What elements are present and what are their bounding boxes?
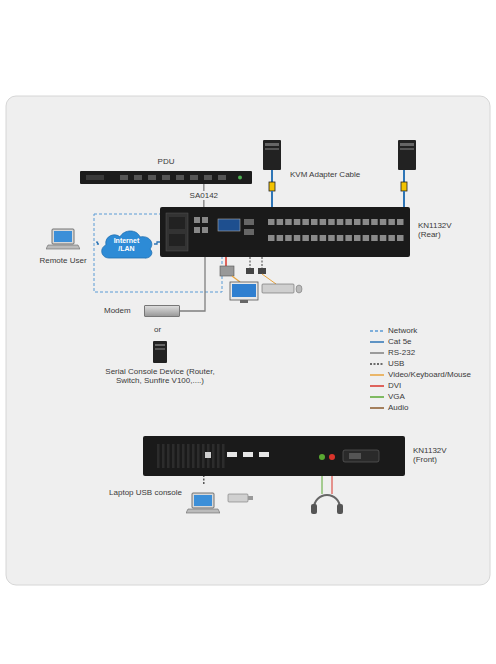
rear-ports <box>160 207 410 257</box>
node-laptopL: Laptop USB console <box>112 484 220 516</box>
legend-line <box>370 341 384 343</box>
node-pdu: PDU <box>80 157 252 184</box>
device-label: Modem <box>104 306 131 315</box>
pdu-outlets <box>80 171 252 184</box>
legend-line <box>370 396 384 398</box>
legend-swatch <box>370 405 384 411</box>
edge-label: SA0142 <box>188 191 220 200</box>
headset <box>311 476 343 514</box>
modem-device <box>144 305 180 317</box>
laptop-icon <box>46 228 80 252</box>
annotation-label: or <box>154 325 161 334</box>
serial-device-icon <box>151 340 169 364</box>
cable-connector <box>180 257 205 311</box>
legend-text: Audio <box>388 403 408 412</box>
legend-swatch <box>370 383 384 389</box>
front-panel <box>143 436 405 476</box>
cloud-label: Internet /LAN <box>99 237 154 253</box>
legend-line <box>370 385 384 387</box>
device-label: Serial Console Device (Router, Switch, S… <box>92 367 228 385</box>
cable-connector <box>203 476 204 484</box>
panel <box>6 96 490 585</box>
legend-text: USB <box>388 359 404 368</box>
legend-text: Network <box>388 326 417 335</box>
legend-swatch <box>370 350 384 356</box>
device-label: PDU <box>80 157 252 166</box>
legend-text: DVI <box>388 381 401 390</box>
device-label: Remote User <box>30 256 96 265</box>
legend-swatch <box>370 339 384 345</box>
node-cloud: Internet /LAN <box>99 228 154 260</box>
legend-line <box>370 330 384 332</box>
legend-line <box>370 407 384 409</box>
cable-connector <box>96 242 99 244</box>
annotation-label: KVM Adapter Cable <box>290 170 360 179</box>
legend-line <box>370 374 384 376</box>
node-modem: Modem <box>104 304 180 318</box>
device-label: KN1132V (Front) <box>413 446 459 464</box>
legend-line <box>370 363 384 365</box>
legend-swatch <box>370 394 384 400</box>
legend-text: Cat 5e <box>388 337 412 346</box>
legend-line <box>370 352 384 354</box>
legend-swatch <box>370 372 384 378</box>
node-front: KN1132V (Front) <box>143 436 405 476</box>
device-label: KN1132V (Rear) <box>418 221 464 239</box>
usb-stick <box>228 494 253 502</box>
legend-text: RS-232 <box>388 348 415 357</box>
legend-text: Video/Keyboard/Mouse <box>388 370 471 379</box>
node-serial: Serial Console Device (Router, Switch, S… <box>92 340 228 387</box>
laptop-icon <box>186 492 220 516</box>
node-laptopB: Remote User <box>30 228 96 272</box>
legend-swatch <box>370 328 384 334</box>
server-left <box>263 140 281 207</box>
legend-text: VGA <box>388 392 405 401</box>
legend-swatch <box>370 361 384 367</box>
node-rack: KN1132V (Rear) <box>160 207 410 257</box>
server-right <box>398 140 416 207</box>
console-devices <box>220 257 302 303</box>
pdu-unit <box>80 171 252 184</box>
device-label: Laptop USB console <box>109 488 182 497</box>
